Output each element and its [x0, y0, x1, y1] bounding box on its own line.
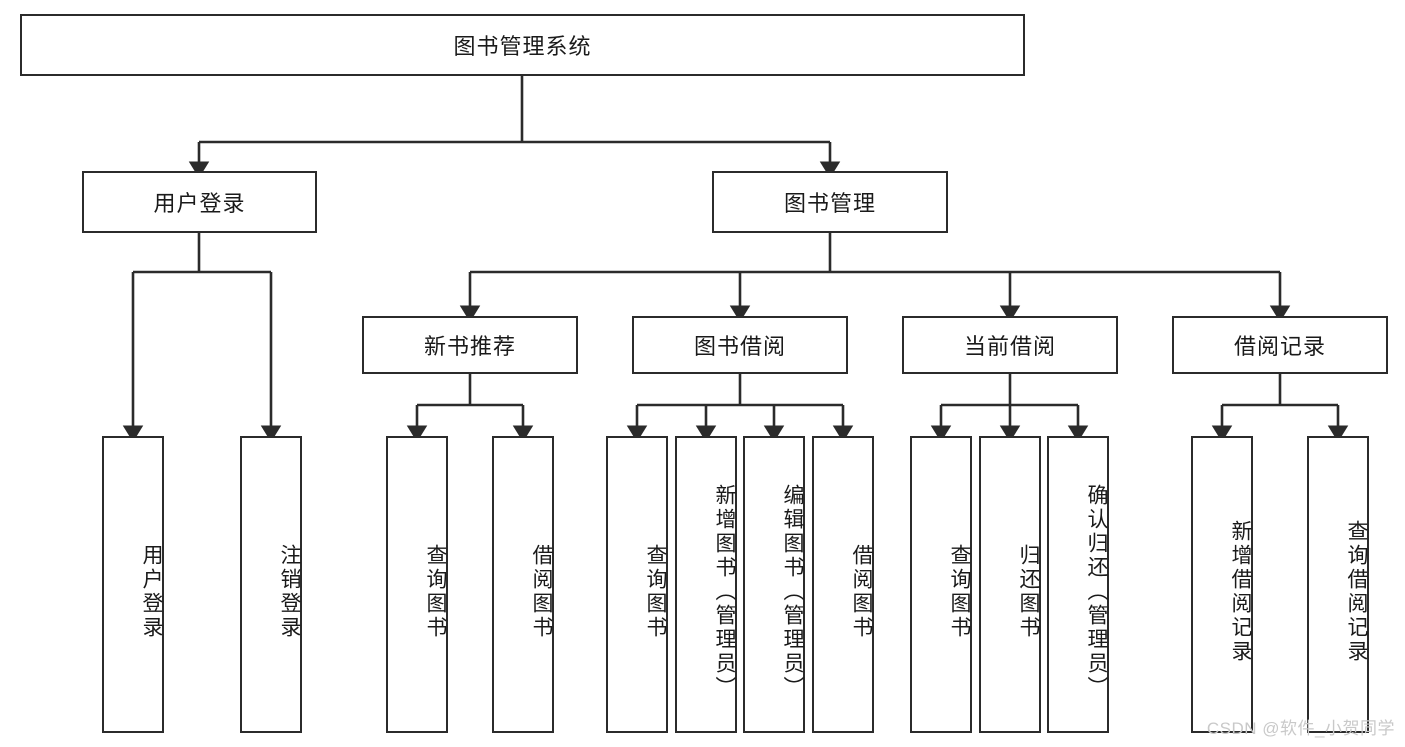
node-leaf-add-book[interactable]: 新增图书（管理员）: [675, 436, 737, 733]
node-user-login-label: 用户登录: [153, 191, 246, 216]
node-leaf-return-book[interactable]: 归还图书: [979, 436, 1041, 733]
node-leaf-logout-label: 注销登录: [278, 543, 301, 640]
node-leaf-user-login-label: 用户登录: [140, 543, 163, 640]
node-leaf-query-book-2-label: 查询图书: [644, 543, 667, 640]
node-leaf-borrow-book-1-label: 借阅图书: [530, 543, 553, 640]
node-leaf-edit-book-label: 编辑图书（管理员）: [781, 483, 804, 700]
node-borrow-record-label: 借阅记录: [1233, 334, 1326, 359]
node-leaf-query-book-1-label: 查询图书: [424, 543, 447, 640]
node-leaf-confirm-return-label: 确认归还（管理员）: [1085, 483, 1108, 700]
node-leaf-add-record-label: 新增借阅记录: [1229, 519, 1252, 664]
node-leaf-edit-book[interactable]: 编辑图书（管理员）: [743, 436, 805, 733]
node-new-book-recommend-label: 新书推荐: [423, 334, 516, 359]
node-root-system[interactable]: 图书管理系统: [20, 14, 1025, 76]
node-leaf-query-record-label: 查询借阅记录: [1345, 519, 1368, 664]
node-user-login[interactable]: 用户登录: [82, 171, 317, 233]
node-leaf-return-book-label: 归还图书: [1017, 543, 1040, 640]
node-leaf-query-book-1[interactable]: 查询图书: [386, 436, 448, 733]
node-leaf-add-record[interactable]: 新增借阅记录: [1191, 436, 1253, 733]
node-root-system-label: 图书管理系统: [453, 34, 592, 59]
node-borrow-record[interactable]: 借阅记录: [1172, 316, 1388, 374]
node-leaf-borrow-book-2[interactable]: 借阅图书: [812, 436, 874, 733]
node-leaf-add-book-label: 新增图书（管理员）: [713, 483, 736, 700]
node-book-borrow[interactable]: 图书借阅: [632, 316, 848, 374]
node-leaf-logout[interactable]: 注销登录: [240, 436, 302, 733]
node-leaf-borrow-book-1[interactable]: 借阅图书: [492, 436, 554, 733]
node-current-borrow-label: 当前借阅: [963, 334, 1056, 359]
node-leaf-user-login[interactable]: 用户登录: [102, 436, 164, 733]
node-book-management-label: 图书管理: [783, 191, 876, 216]
node-leaf-query-record[interactable]: 查询借阅记录: [1307, 436, 1369, 733]
node-new-book-recommend[interactable]: 新书推荐: [362, 316, 578, 374]
node-book-management[interactable]: 图书管理: [712, 171, 948, 233]
node-leaf-query-book-2[interactable]: 查询图书: [606, 436, 668, 733]
node-leaf-query-book-3-label: 查询图书: [948, 543, 971, 640]
node-leaf-borrow-book-2-label: 借阅图书: [850, 543, 873, 640]
node-leaf-confirm-return[interactable]: 确认归还（管理员）: [1047, 436, 1109, 733]
node-book-borrow-label: 图书借阅: [693, 334, 786, 359]
node-current-borrow[interactable]: 当前借阅: [902, 316, 1118, 374]
node-leaf-query-book-3[interactable]: 查询图书: [910, 436, 972, 733]
